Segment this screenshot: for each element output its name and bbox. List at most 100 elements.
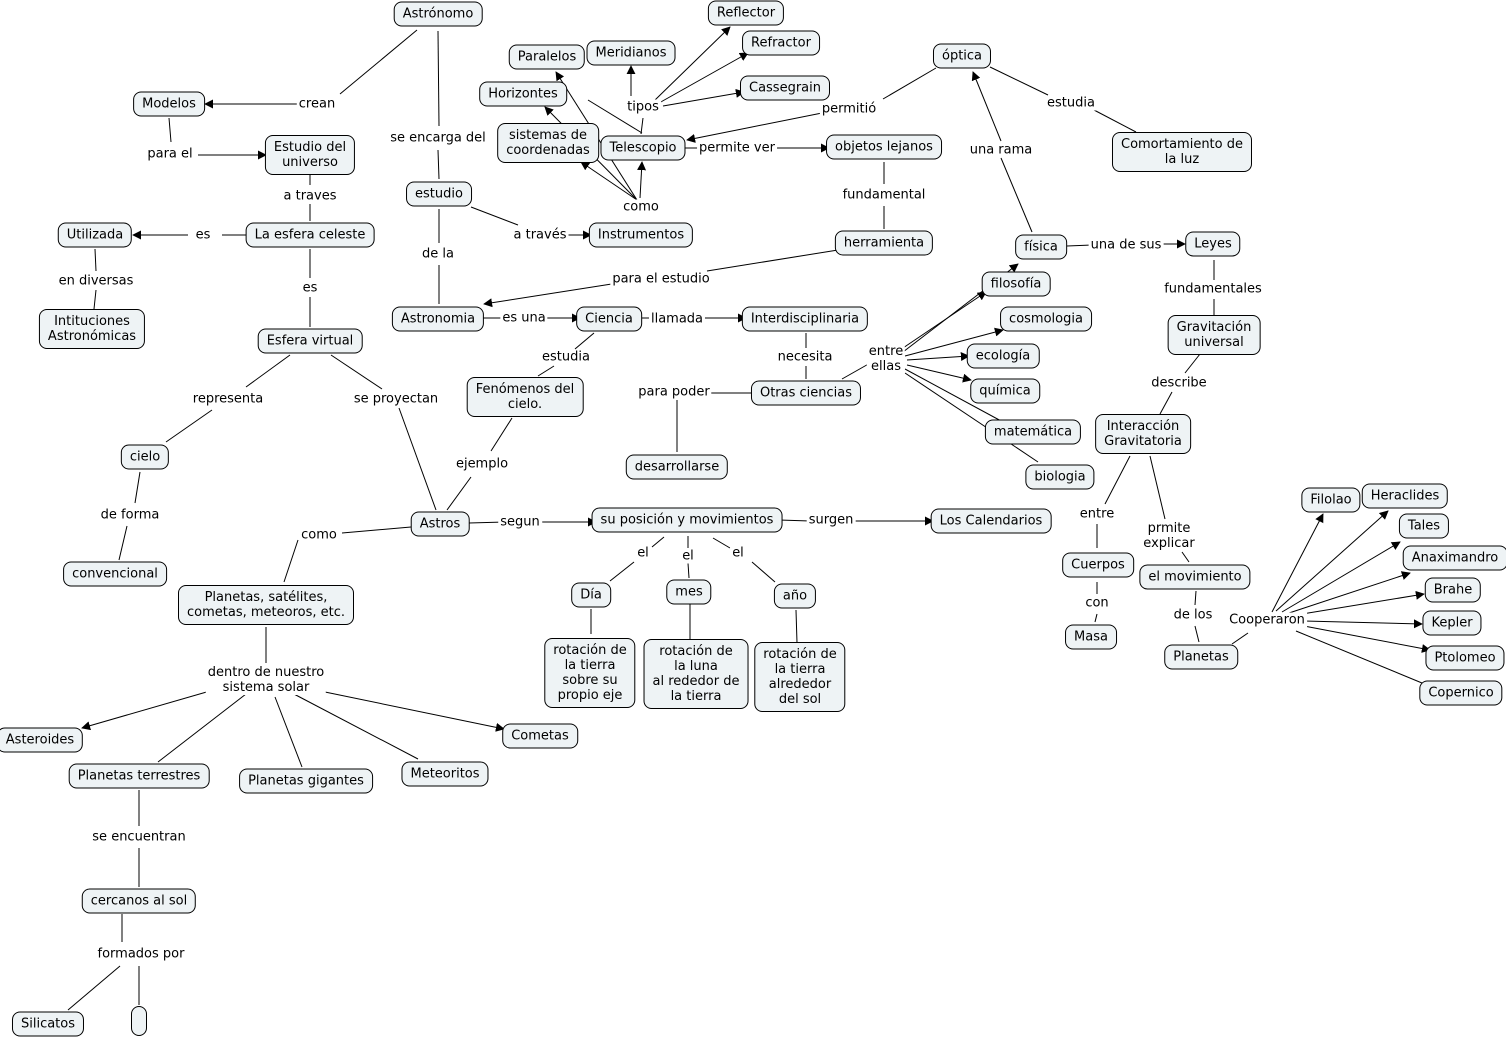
connector-line — [637, 161, 647, 199]
node-ciencia[interactable]: Ciencia — [576, 306, 642, 332]
node-planetas-terrestres[interactable]: Planetas terrestres — [68, 763, 210, 789]
connector-line — [658, 52, 749, 104]
node-paralelos[interactable]: Paralelos — [508, 44, 586, 70]
node-astros[interactable]: Astros — [410, 511, 470, 537]
link-fundamentales: fundamentales — [1162, 281, 1264, 297]
node-horizontes[interactable]: Horizontes — [479, 81, 567, 107]
node-ecologia[interactable]: ecología — [966, 343, 1040, 369]
connector-line — [437, 149, 440, 180]
connector-line — [651, 536, 665, 548]
node-modelos[interactable]: Modelos — [133, 91, 205, 117]
node-planetas[interactable]: Planetas — [1164, 644, 1238, 670]
node-kepler[interactable]: Kepler — [1422, 610, 1482, 636]
node-otras-ciencias[interactable]: Otras ciencias — [750, 380, 862, 406]
connector-line — [1285, 571, 1411, 615]
connector-line — [712, 537, 731, 549]
node-biologia[interactable]: biologia — [1025, 464, 1095, 490]
node-estudio-universo[interactable]: Estudio del universo — [264, 135, 356, 175]
link-representa: representa — [190, 391, 266, 407]
connector-line — [446, 476, 472, 511]
node-utilizada[interactable]: Utilizada — [57, 222, 133, 248]
node-quimica[interactable]: química — [970, 378, 1040, 404]
node-rot-luna[interactable]: rotación de la luna al rededor de la tie… — [643, 639, 749, 709]
node-objetos-lejanos[interactable]: objetos lejanos — [826, 134, 942, 160]
node-esfera-celeste[interactable]: La esfera celeste — [245, 222, 375, 248]
node-dia[interactable]: Día — [571, 582, 611, 608]
connector-line — [654, 26, 731, 101]
node-intituciones[interactable]: Intituciones Astronómicas — [38, 309, 146, 349]
node-masa[interactable]: Masa — [1065, 624, 1117, 650]
node-astronomo[interactable]: Astrónomo — [393, 1, 483, 27]
node-interaccion[interactable]: Interacción Gravitatoria — [1095, 414, 1191, 454]
node-calendarios[interactable]: Los Calendarios — [930, 508, 1052, 534]
node-filosofia[interactable]: filosofía — [981, 271, 1051, 297]
node-refractor[interactable]: Refractor — [742, 30, 820, 56]
node-desarrollarse[interactable]: desarrollarse — [625, 454, 729, 480]
link-surgen: surgen — [806, 512, 856, 528]
node-anaximandro[interactable]: Anaximandro — [1402, 545, 1506, 571]
node-brahe[interactable]: Brahe — [1424, 577, 1482, 603]
node-rot-tierra-eje[interactable]: rotación de la tierra sobre su propio ej… — [544, 638, 636, 708]
node-planetas-satelites[interactable]: Planetas, satélites, cometas, meteoros, … — [178, 585, 354, 625]
connector-line — [1066, 244, 1093, 247]
connector-line — [490, 417, 513, 452]
connector-line — [1295, 630, 1423, 684]
connector-line — [904, 368, 1004, 423]
connector-line — [168, 117, 172, 143]
node-convencional[interactable]: convencional — [63, 561, 167, 587]
node-sistemas-coordenadas[interactable]: sistemas de coordenadas — [497, 123, 599, 163]
node-movimiento[interactable]: el movimiento — [1139, 564, 1251, 590]
node-filolao[interactable]: Filolao — [1301, 487, 1361, 513]
node-cielo[interactable]: cielo — [120, 444, 170, 470]
connector-line — [165, 409, 213, 443]
node-estudio[interactable]: estudio — [406, 181, 472, 207]
node-silicatos[interactable]: Silicatos — [11, 1011, 85, 1037]
node-gravitacion[interactable]: Gravitación universal — [1167, 315, 1261, 355]
link-cooperaron: Cooperaron — [1227, 612, 1307, 628]
node-cometas[interactable]: Cometas — [502, 723, 578, 749]
node-comportamiento-luz[interactable]: Comortamiento de la luz — [1111, 132, 1253, 172]
connector-line — [904, 327, 1004, 357]
node-reflector[interactable]: Reflector — [707, 0, 785, 26]
node-rot-tierra-sol[interactable]: rotación de la tierra alrededor del sol — [754, 642, 846, 712]
node-cassegrain[interactable]: Cassegrain — [739, 75, 831, 101]
node-fisica[interactable]: física — [1015, 234, 1067, 260]
connector-line — [971, 71, 1002, 142]
node-tales[interactable]: Tales — [1398, 513, 1450, 539]
node-cosmologia[interactable]: cosmologia — [1000, 306, 1092, 332]
link-una-rama: una rama — [967, 142, 1035, 158]
connector-line — [1271, 513, 1324, 613]
node-ptolomeo[interactable]: Ptolomeo — [1425, 645, 1505, 671]
node-instrumentos[interactable]: Instrumentos — [588, 222, 694, 248]
node-leyes[interactable]: Leyes — [1185, 231, 1241, 257]
node-asteroides[interactable]: Asteroides — [0, 727, 84, 753]
link-segun: segun — [498, 514, 542, 530]
node-astronomia[interactable]: Astronomia — [391, 306, 485, 332]
node-empty[interactable] — [131, 1006, 147, 1036]
node-optica[interactable]: óptica — [932, 43, 992, 69]
connector-line — [1104, 455, 1131, 505]
node-telescopio[interactable]: Telescopio — [600, 135, 686, 161]
link-es-utilizada: es — [193, 227, 213, 243]
node-planetas-gigantes[interactable]: Planetas gigantes — [239, 768, 373, 794]
node-heraclides[interactable]: Heraclides — [1361, 483, 1449, 509]
node-copernico[interactable]: Copernico — [1419, 680, 1503, 706]
link-tipos: tipos — [625, 99, 661, 115]
node-fenomenos[interactable]: Fenómenos del cielo. — [466, 377, 584, 417]
node-cercanos-sol[interactable]: cercanos al sol — [81, 888, 197, 914]
node-interdisciplinaria[interactable]: Interdisciplinaria — [741, 306, 869, 332]
node-anio[interactable]: año — [773, 583, 817, 609]
node-herramienta[interactable]: herramienta — [834, 230, 934, 256]
link-estudia-ciencia: estudia — [540, 349, 592, 365]
node-cuerpos[interactable]: Cuerpos — [1062, 552, 1134, 578]
connector-line — [537, 365, 555, 377]
connector-line — [662, 88, 745, 107]
link-llamada: llamada — [648, 311, 706, 327]
node-esfera-virtual[interactable]: Esfera virtual — [257, 328, 363, 354]
node-meteoritos[interactable]: Meteoritos — [401, 761, 489, 787]
link-de-los: de los — [1171, 607, 1215, 623]
node-matematica[interactable]: matemática — [984, 419, 1082, 445]
node-posicion[interactable]: su posición y movimientos — [591, 507, 783, 533]
node-meridianos[interactable]: Meridianos — [586, 40, 676, 66]
node-mes[interactable]: mes — [666, 579, 712, 605]
